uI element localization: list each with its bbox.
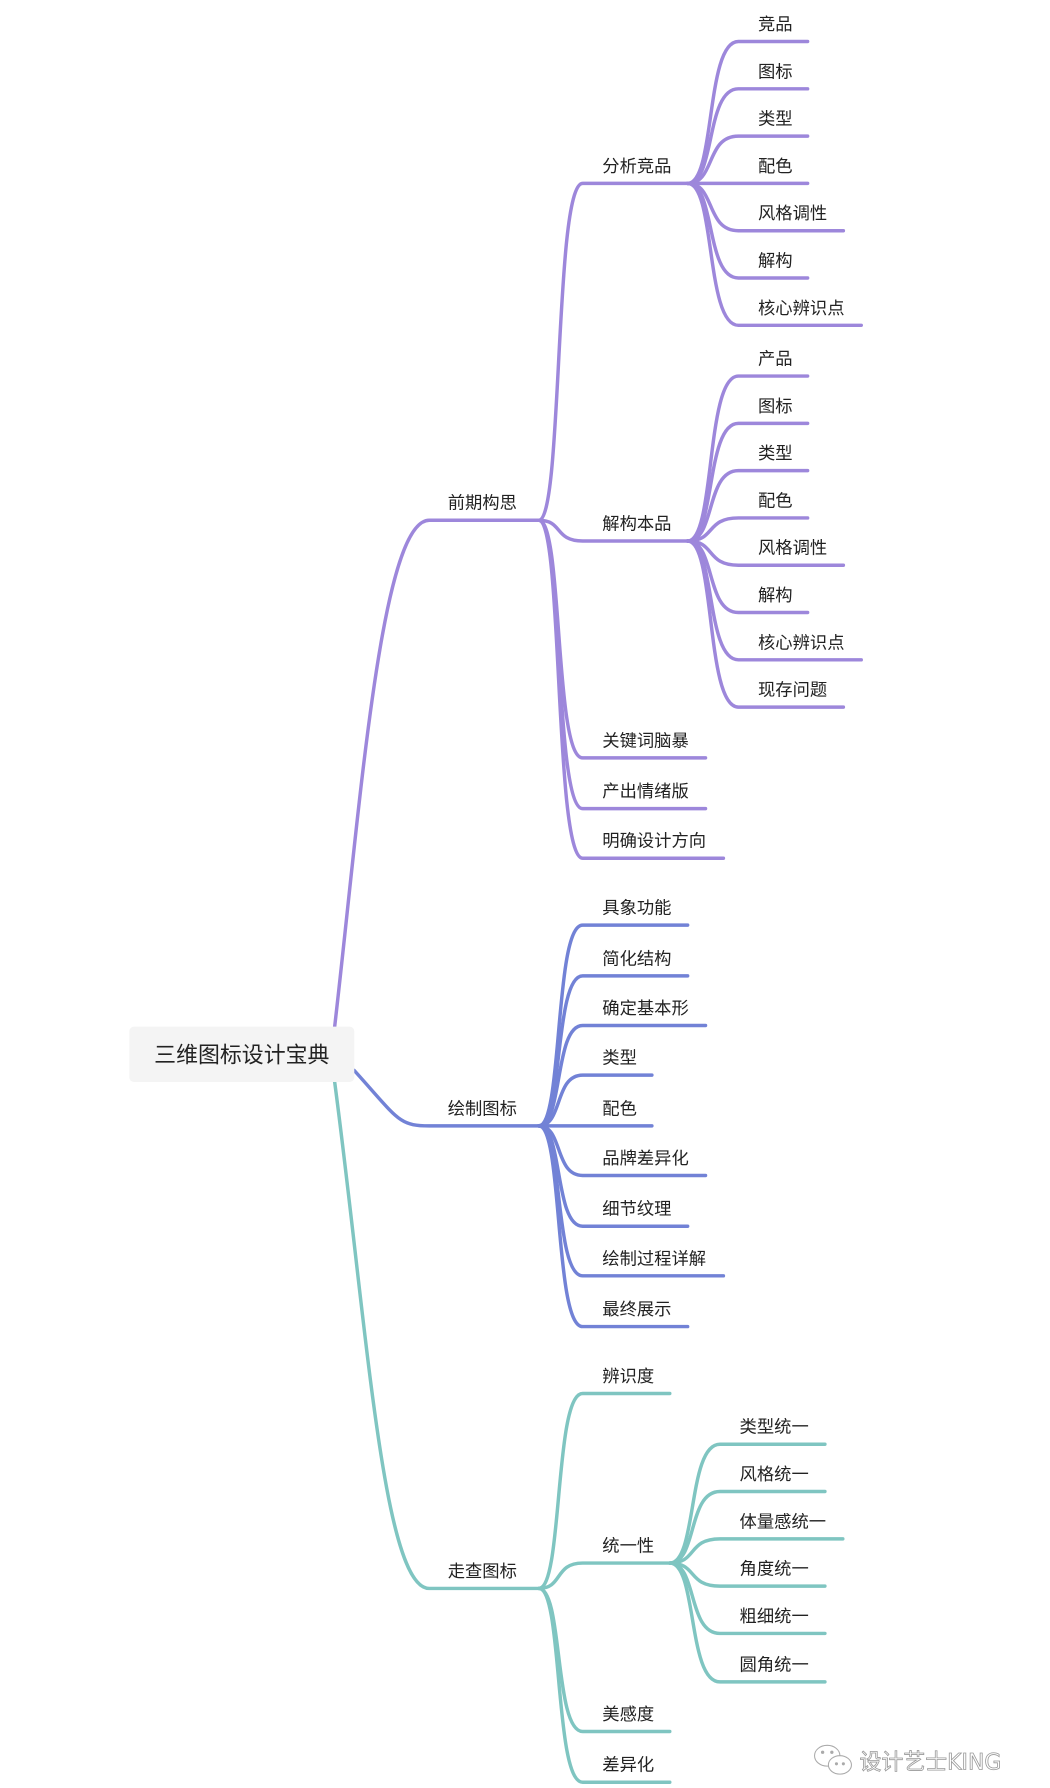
leaf-node[interactable]: 竞品	[758, 15, 793, 35]
subtopic-node[interactable]: 产出情绪版	[602, 782, 688, 802]
leaf-node[interactable]: 图标	[758, 62, 793, 82]
leaf-node[interactable]: 风格统一	[740, 1465, 809, 1485]
leaf-node[interactable]: 类型	[758, 110, 793, 130]
leaf-link	[668, 1561, 827, 1684]
leaf-link	[685, 421, 810, 543]
leaf-node[interactable]: 配色	[758, 157, 793, 177]
root-link	[332, 1080, 541, 1591]
subtopic-node[interactable]: 辨识度	[602, 1367, 654, 1387]
watermark: 设计艺士KING	[814, 1744, 1002, 1776]
branch-link	[537, 1124, 690, 1329]
leaf-node[interactable]: 风格调性	[758, 539, 827, 559]
leaf-node[interactable]: 核心辨识点	[758, 633, 844, 653]
leaf-node[interactable]: 圆角统一	[740, 1655, 809, 1675]
leaf-node[interactable]: 类型统一	[740, 1418, 809, 1438]
leaf-link	[685, 539, 846, 709]
leaf-link	[668, 1442, 827, 1565]
subtopic-node[interactable]: 分析竞品	[602, 157, 671, 177]
branch-link	[537, 1073, 654, 1128]
subtopic-node[interactable]: 美感度	[602, 1705, 654, 1725]
branch-link	[537, 181, 690, 522]
subtopic-node[interactable]: 具象功能	[602, 899, 671, 919]
subtopic-node[interactable]: 关键词脑暴	[602, 731, 688, 751]
leaf-node[interactable]: 配色	[758, 491, 793, 511]
watermark-text: 设计艺士KING	[860, 1751, 1002, 1776]
leaf-node[interactable]: 风格调性	[758, 204, 827, 224]
root-node[interactable]: 三维图标设计宝典	[129, 1026, 355, 1083]
leaf-node[interactable]: 核心辨识点	[758, 299, 844, 319]
branch-link	[537, 518, 690, 543]
leaf-node[interactable]: 现存问题	[758, 681, 827, 701]
branch-link	[537, 1391, 672, 1591]
wechat-icon	[814, 1744, 852, 1775]
subtopic-node[interactable]: 差异化	[602, 1756, 654, 1776]
subtopic-node[interactable]: 绘制过程详解	[602, 1249, 706, 1269]
branch-node-3[interactable]: 走查图标	[448, 1562, 517, 1582]
leaf-link	[685, 134, 810, 186]
leaf-node[interactable]: 类型	[758, 444, 793, 464]
subtopic-node[interactable]: 简化结构	[602, 949, 671, 969]
leaf-link	[668, 1537, 845, 1565]
subtopic-node[interactable]: 解构本品	[602, 514, 671, 534]
branch-node-2[interactable]: 绘制图标	[448, 1099, 517, 1119]
leaf-link	[685, 468, 810, 543]
leaf-node[interactable]: 解构	[758, 586, 793, 606]
root-node-label: 三维图标设计宝典	[154, 1043, 329, 1068]
leaf-node[interactable]: 粗细统一	[740, 1607, 809, 1627]
branch-link	[537, 1561, 672, 1591]
leaf-link	[685, 181, 863, 328]
branch-node-1[interactable]: 前期构思	[448, 494, 517, 514]
subtopic-node[interactable]: 最终展示	[602, 1300, 671, 1320]
leaf-node[interactable]: 体量感统一	[740, 1512, 826, 1532]
leaf-link	[685, 87, 810, 186]
nodes: 前期构思分析竞品竞品图标类型配色风格调性解构核心辨识点解构本品产品图标类型配色风…	[448, 15, 845, 1776]
subtopic-node[interactable]: 明确设计方向	[602, 832, 706, 852]
subtopic-node[interactable]: 类型	[602, 1049, 637, 1069]
branch-link	[537, 1023, 708, 1128]
leaf-node[interactable]: 解构	[758, 251, 793, 271]
subtopic-node[interactable]: 确定基本形	[602, 999, 688, 1019]
leaf-node[interactable]: 产品	[758, 350, 793, 370]
leaf-node[interactable]: 角度统一	[740, 1560, 809, 1580]
root-node-box	[129, 1026, 355, 1083]
connector-lines	[332, 39, 863, 1784]
subtopic-node[interactable]: 配色	[602, 1099, 637, 1119]
root-link	[352, 1068, 541, 1128]
branch-link	[537, 518, 726, 860]
branch-link	[537, 1586, 672, 1784]
subtopic-node[interactable]: 统一性	[602, 1537, 654, 1557]
subtopic-node[interactable]: 品牌差异化	[602, 1149, 688, 1169]
leaf-link	[685, 516, 810, 543]
leaf-link	[668, 1489, 827, 1565]
root-link	[332, 518, 541, 1029]
leaf-node[interactable]: 图标	[758, 397, 793, 417]
subtopic-node[interactable]: 细节纹理	[602, 1200, 671, 1220]
